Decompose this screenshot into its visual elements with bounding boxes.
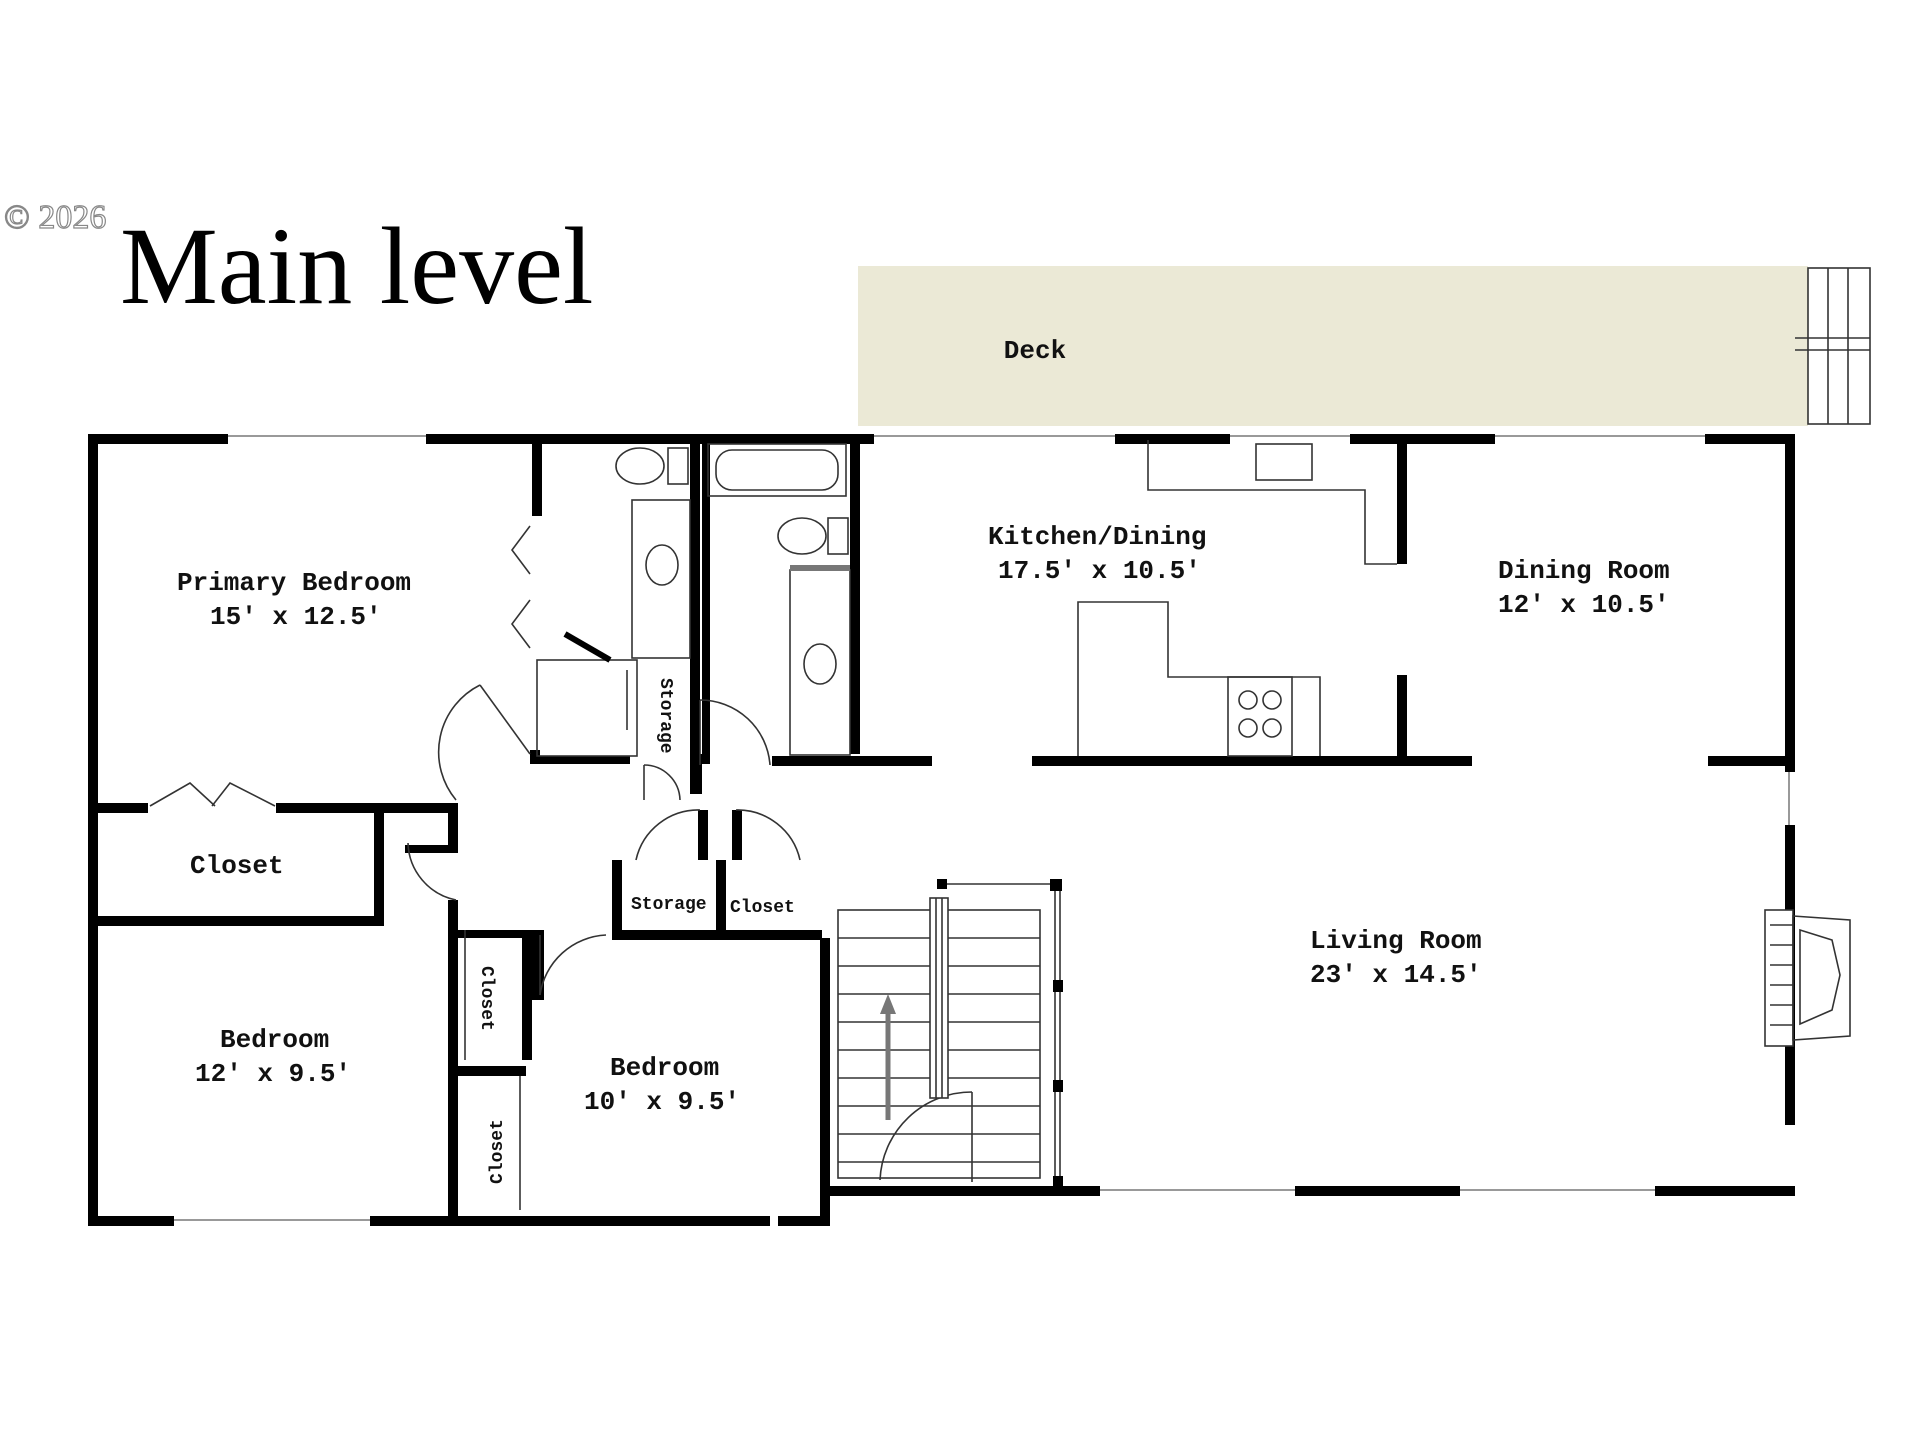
living-room-name: Living Room [1310, 926, 1482, 956]
bath-storage-label: Storage [655, 678, 675, 754]
kitchen-dining-size: 17.5' x 10.5' [998, 556, 1201, 586]
living-room-size: 23' x 14.5' [1310, 960, 1482, 990]
primary-bedroom-size: 15' x 12.5' [210, 602, 382, 632]
fireplace [1764, 909, 1851, 1047]
primary-closet-label: Closet [190, 851, 284, 881]
dining-room-size: 12' x 10.5' [1498, 590, 1670, 620]
copyright-watermark: © 2026 [4, 199, 106, 236]
deck-stairs [1795, 267, 1871, 425]
interior-walls [88, 434, 1795, 1218]
hall-storage-label: Storage [631, 895, 707, 915]
top-windows [174, 435, 1790, 1221]
bath1-fixtures [536, 447, 691, 757]
bath2-fixtures [707, 443, 851, 756]
bedroom2-name: Bedroom [610, 1053, 719, 1083]
door-swings [149, 525, 973, 1210]
kitchen-counters [1077, 440, 1397, 757]
deck-area [858, 266, 1808, 426]
deck-label: Deck [1004, 336, 1066, 366]
exterior-walls [88, 434, 1795, 1226]
hall-closet-label: Closet [730, 898, 795, 918]
plan-title: Main level [120, 205, 593, 327]
kitchen-dining-name: Kitchen/Dining [988, 522, 1206, 552]
primary-bedroom-name: Primary Bedroom [177, 568, 411, 598]
dining-room-name: Dining Room [1498, 556, 1670, 586]
bedroom2-size: 10' x 9.5' [584, 1087, 740, 1117]
bedroom1-name: Bedroom [220, 1025, 329, 1055]
bedroom1-closet-lower-label: Closet [488, 1119, 508, 1184]
bedroom1-size: 12' x 9.5' [195, 1059, 351, 1089]
bedroom1-closet-upper-label: Closet [476, 966, 496, 1031]
staircase [837, 879, 1063, 1188]
